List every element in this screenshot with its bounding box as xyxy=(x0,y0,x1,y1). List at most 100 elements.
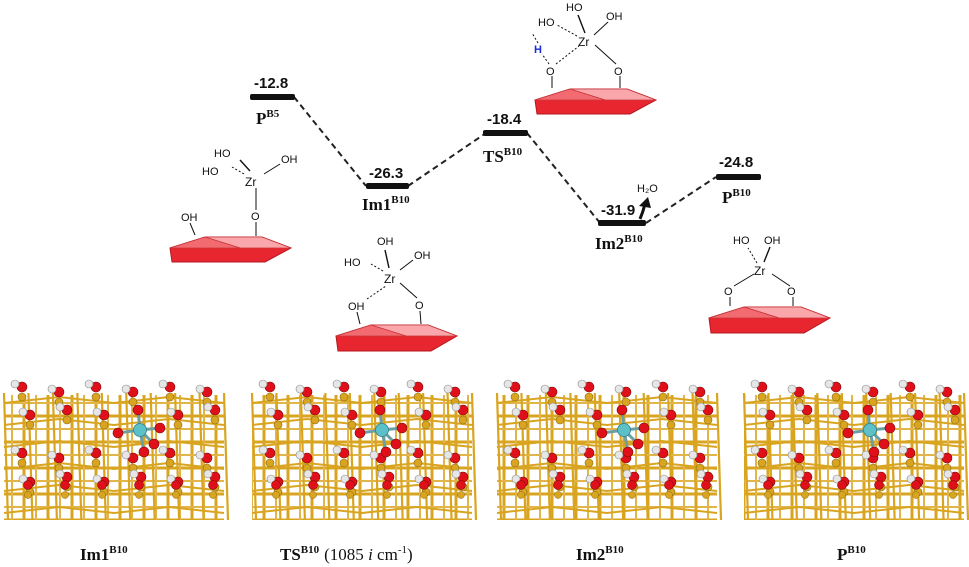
silicon-atom xyxy=(413,392,423,402)
hydrogen-atom xyxy=(898,379,908,389)
hydrogen-atom xyxy=(750,379,760,389)
lattice-layer xyxy=(743,505,965,515)
lattice-rod xyxy=(816,392,823,521)
lattice-layer xyxy=(251,483,473,493)
silicon-atom xyxy=(801,491,809,499)
hydrogen-atom xyxy=(406,445,416,455)
silicon-atom xyxy=(621,397,631,407)
hydrogen-atom xyxy=(258,445,268,455)
oxygen-atom xyxy=(132,404,144,416)
hydrogen-atom xyxy=(577,445,587,455)
support-slab-facet xyxy=(335,324,407,337)
silicon-atom xyxy=(875,491,883,499)
caption-im2: Im2B10 xyxy=(576,544,624,564)
hydrogen-atom xyxy=(651,379,661,389)
oxygen-atom xyxy=(842,427,854,439)
lattice-layer xyxy=(3,439,225,449)
lattice-rod xyxy=(889,392,896,521)
oxygen-atom xyxy=(134,480,144,490)
hydrogen-atom xyxy=(414,407,424,417)
silicon-atom xyxy=(765,420,775,430)
hydrogen-atom xyxy=(511,407,521,417)
lattice xyxy=(744,395,964,520)
silicon-atom xyxy=(309,491,317,499)
hydrogen-atom xyxy=(295,450,305,460)
hydrogen-atom xyxy=(898,445,908,455)
oxygen-atom xyxy=(419,480,429,490)
oxygen-atom xyxy=(868,446,880,458)
hydrogen-atom xyxy=(511,474,521,484)
hydrogen-atom xyxy=(303,402,313,412)
hydroxyl-label: OH xyxy=(281,154,298,166)
hydrogen-atom xyxy=(614,450,624,460)
hydrogen-atom xyxy=(266,407,276,417)
hydrogen-atom xyxy=(548,469,558,479)
hydroxyl-label: HO xyxy=(214,148,231,160)
caption-im1-main: Im1 xyxy=(80,545,109,564)
oxygen-atom xyxy=(380,446,392,458)
oxygen-atom xyxy=(23,480,33,490)
silicon-atom xyxy=(913,420,923,430)
oxygen-atom xyxy=(627,480,637,490)
lattice-layer xyxy=(743,483,965,493)
lattice xyxy=(4,395,224,520)
level-bar-im1 xyxy=(366,183,409,189)
water-label: H₂O xyxy=(637,183,658,195)
silicon-atom xyxy=(99,420,109,430)
hydrogen-atom xyxy=(47,384,57,394)
silicon-atom xyxy=(272,491,280,499)
level-value-im2: -31.9 xyxy=(601,202,635,219)
water-release: H₂O xyxy=(637,183,658,220)
lattice-layer xyxy=(251,395,473,405)
silicon-atom xyxy=(839,420,849,430)
hydrogen-atom xyxy=(55,469,65,479)
hydrogen-atom xyxy=(166,407,176,417)
support-slab-facet xyxy=(708,306,780,319)
connector-im2-pb10 xyxy=(645,176,717,224)
bond xyxy=(239,159,251,172)
oxygen-atom xyxy=(884,422,896,434)
hydrogen-atom xyxy=(203,402,213,412)
silicon-atom xyxy=(135,491,143,499)
hydrogen-atom xyxy=(92,407,102,417)
level-bar-pb5 xyxy=(250,94,295,100)
hydrogen-atom xyxy=(414,474,424,484)
bond xyxy=(189,222,196,236)
hydrogen-atom xyxy=(787,450,797,460)
level-name-pb5-sup: B5 xyxy=(266,108,279,120)
hydroxyl-label: OH xyxy=(764,235,781,247)
oxygen-atom xyxy=(456,480,466,490)
caption-pb10-main: P xyxy=(837,545,847,564)
atomistic-structures xyxy=(2,379,969,521)
lattice xyxy=(252,395,472,520)
hydrogen-atom xyxy=(503,379,513,389)
silicon-atom xyxy=(757,392,767,402)
hydrogen-atom xyxy=(203,469,213,479)
hydrogen-atom xyxy=(503,445,513,455)
level-name-im2: Im2B10 xyxy=(595,233,643,253)
hydrogen-atom xyxy=(659,474,669,484)
caption-im2-main: Im2 xyxy=(576,545,605,564)
oxygen-atom xyxy=(382,480,392,490)
lattice-rod xyxy=(642,392,649,521)
bond xyxy=(771,273,791,287)
oxygen-label: O xyxy=(546,66,555,78)
silicon-atom xyxy=(265,458,275,468)
silicon-atom xyxy=(584,458,594,468)
silicon-atom xyxy=(912,491,920,499)
hydrogen-atom xyxy=(10,379,20,389)
zirconium-atom xyxy=(863,423,877,437)
slab-ts xyxy=(250,379,478,521)
hydrogen-atom xyxy=(906,407,916,417)
bond xyxy=(384,249,390,269)
energy-levels: -12.8 -26.3 -18.4 -31.9 -24.8 PB5 Im1B10… xyxy=(250,75,761,253)
hydroxyl-label: OH xyxy=(606,11,623,23)
oxygen-atom xyxy=(154,422,166,434)
silicon-atom xyxy=(831,458,841,468)
hydrogen-atom xyxy=(943,402,953,412)
lattice-layer xyxy=(3,505,225,515)
silicon-atom xyxy=(658,458,668,468)
hydrogen-atom xyxy=(340,474,350,484)
hydroxyl-label: OH xyxy=(377,236,394,248)
bond xyxy=(555,45,580,65)
